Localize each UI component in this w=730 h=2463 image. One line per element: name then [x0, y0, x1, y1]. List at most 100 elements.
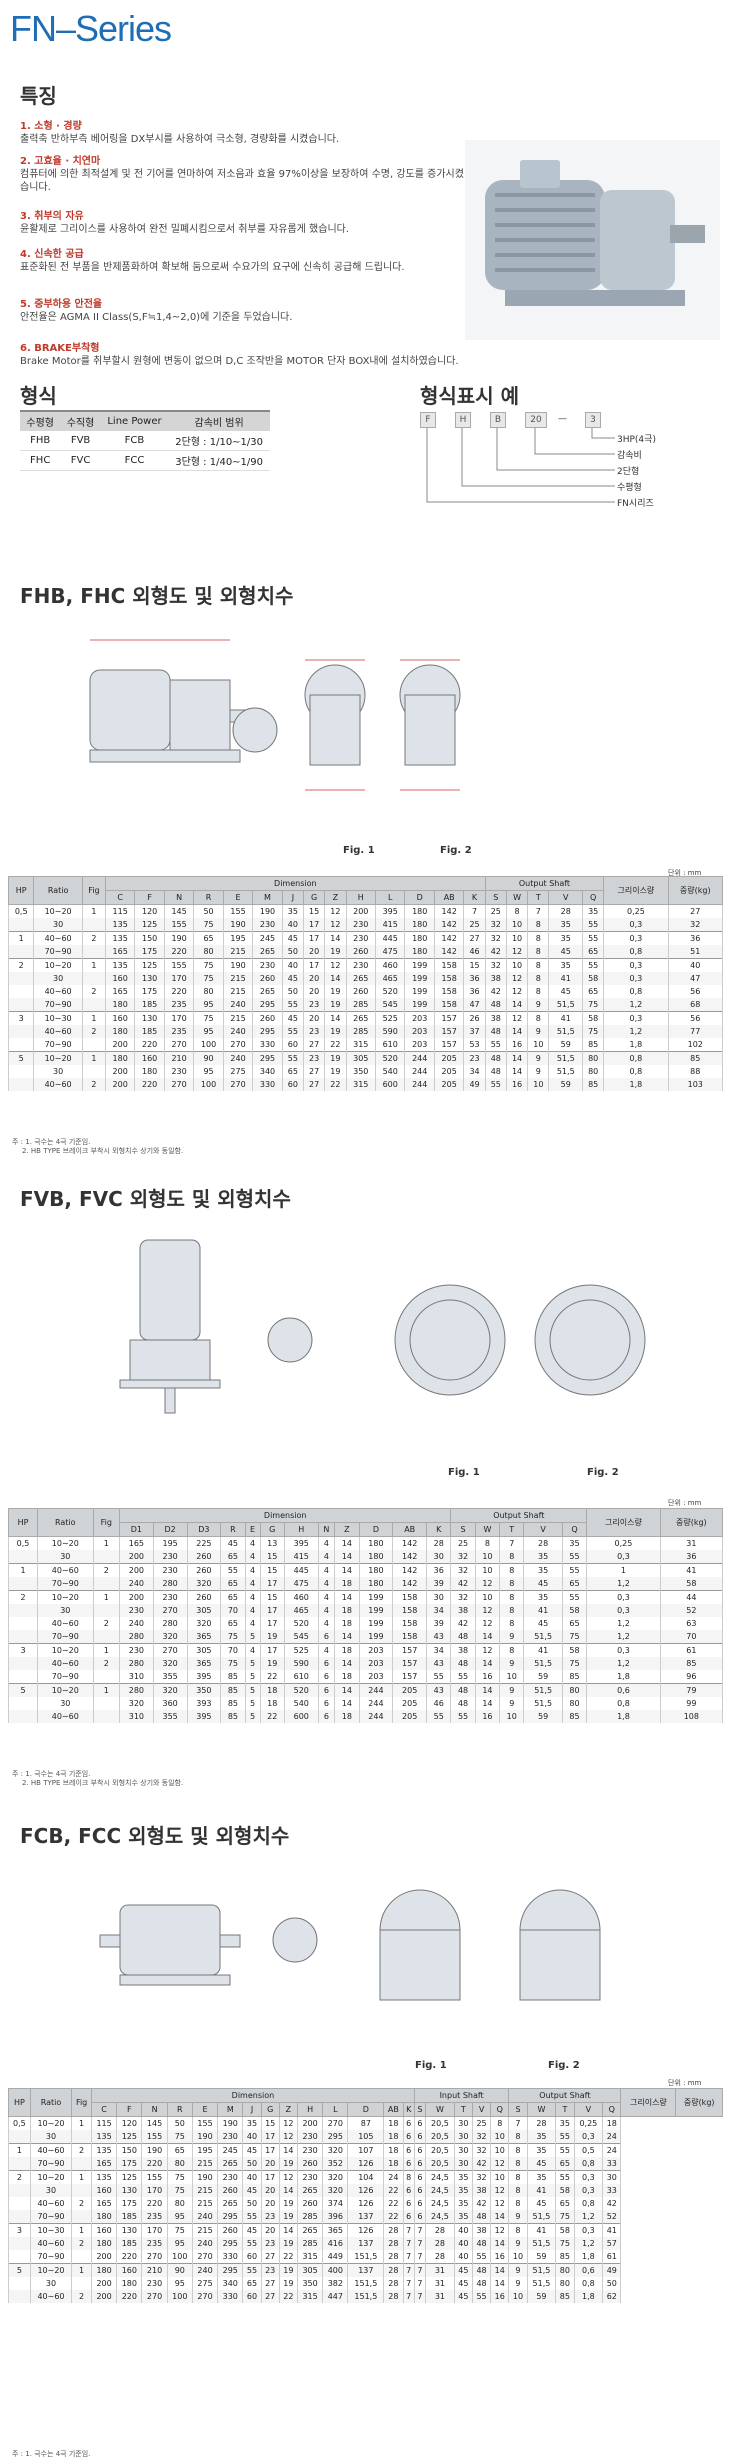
table-cell: 30 — [453, 2130, 473, 2144]
table-cell: 8 — [499, 1550, 525, 1564]
table-cell: 6 — [402, 2184, 415, 2197]
table-cell: 15 — [259, 1590, 285, 1604]
table-cell: 14 — [278, 2184, 299, 2197]
table-cell: 190 — [191, 2170, 219, 2184]
table-cell: 24,5 — [425, 2170, 455, 2184]
table-cell: 75 — [561, 1630, 588, 1644]
table-cell: 55 — [220, 1563, 246, 1577]
table-cell: 142 — [433, 945, 465, 959]
table-cell: 24,5 — [425, 2210, 455, 2224]
feature-title: 6. BRAKE부착형 — [20, 343, 100, 354]
table-cell — [7, 1577, 39, 1591]
table-cell: 190 — [222, 918, 254, 932]
table-cell: 42 — [450, 1617, 476, 1630]
table-cell: 12 — [490, 2184, 510, 2197]
table-cell: 170 — [163, 1011, 195, 1025]
table-cell: 19 — [278, 2210, 299, 2224]
table-cell: 0,3 — [573, 2184, 604, 2197]
table-cell: 142 — [392, 1577, 428, 1591]
table-cell: 25 — [471, 2116, 492, 2130]
table-cell: 80 — [166, 2157, 193, 2171]
table-cell: 70∼90 — [37, 1577, 94, 1591]
table-cell: 157 — [433, 1011, 465, 1025]
table-cell: 39 — [426, 1617, 452, 1630]
table-cell: 240 — [119, 1617, 154, 1630]
table-cell: 12 — [505, 1011, 529, 1025]
table-cell: 18 — [334, 1604, 360, 1617]
table-cell: 260 — [296, 2157, 324, 2171]
table-cell: 6 — [402, 2116, 415, 2130]
table-cell: 310 — [119, 1710, 154, 1723]
table-cell: 17 — [259, 1617, 285, 1630]
table-cell: 43 — [426, 1657, 452, 1670]
table-cell: 14 — [505, 1065, 529, 1078]
table-cell: 13 — [259, 1536, 285, 1550]
table-cell: 12 — [474, 1643, 501, 1657]
table-cell: 12 — [278, 2170, 299, 2184]
table-cell: 600 — [374, 1078, 406, 1091]
table-cell: 18 — [383, 2116, 404, 2130]
table-cell: 31 — [425, 2277, 455, 2290]
table-cell: 2 — [81, 1025, 106, 1038]
table-cell: 590 — [283, 1657, 319, 1670]
table-cell: 200 — [90, 2277, 118, 2290]
note: 주 : 1. 극수는 4극 기준임. — [12, 1770, 91, 1778]
table-cell: 6 — [413, 2157, 427, 2171]
table-cell: 280 — [152, 1617, 188, 1630]
cell: FCB — [100, 431, 169, 451]
table-cell: 20 — [302, 985, 326, 998]
table-cell: 75 — [193, 918, 224, 932]
table-cell: 50 — [242, 2197, 262, 2210]
table-cell: 99 — [659, 1697, 724, 1710]
table-cell: 70∼90 — [29, 2250, 73, 2264]
table-cell: 157 — [433, 1025, 465, 1038]
table-cell: 1,8 — [573, 2250, 604, 2264]
table-cell: 55 — [242, 2263, 262, 2277]
table-cell: 7 — [402, 2223, 415, 2237]
table-cell: 158 — [433, 972, 465, 985]
table-cell: 295 — [252, 1025, 283, 1038]
table-cell: 45 — [523, 1617, 563, 1630]
table-cell: 62 — [602, 2290, 622, 2303]
table-cell: 48 — [450, 1683, 476, 1697]
table-cell: 70∼90 — [37, 1670, 94, 1684]
table-cell: 5 — [7, 1683, 39, 1697]
table-cell: 320 — [152, 1657, 188, 1670]
table-cell: 275 — [222, 1065, 254, 1078]
table-cell: 157 — [433, 1038, 465, 1052]
table-cell: 35 — [281, 904, 305, 918]
table-cell: 40∼60 — [33, 1078, 83, 1091]
table-cell: 65 — [220, 1577, 246, 1591]
table-cell: 215 — [191, 2197, 219, 2210]
table-cell: 285 — [296, 2237, 324, 2250]
table-cell: 610 — [283, 1670, 319, 1684]
code-label: FN시리즈 — [617, 499, 654, 509]
table-cell: 0,5 — [573, 2143, 604, 2157]
table-cell: 22 — [383, 2210, 404, 2224]
table-cell: 61 — [659, 1643, 724, 1657]
table-cell: 265 — [217, 2197, 244, 2210]
table-cell: 90 — [166, 2263, 193, 2277]
table-cell: 45 — [453, 2263, 473, 2277]
table-cell: 16 — [505, 1078, 529, 1091]
table-cell: 31 — [659, 1536, 724, 1550]
table-cell: 7 — [463, 904, 486, 918]
col-header: D — [404, 890, 435, 905]
table-cell: 1 — [71, 2223, 92, 2237]
table-cell: 8 — [490, 2116, 510, 2130]
table-cell: 22 — [278, 2250, 299, 2264]
table-cell: 65 — [582, 945, 605, 959]
table-cell: 20 — [260, 2223, 280, 2237]
table-cell: 230 — [217, 2170, 244, 2184]
table-cell: 30 — [37, 1550, 94, 1564]
table-cell: 41 — [526, 2184, 557, 2197]
col-header: J — [281, 890, 305, 905]
note: 주 : 1. 극수는 4극 기준임. — [12, 2450, 91, 2458]
table-cell: 12 — [505, 945, 529, 959]
table-cell: 43 — [426, 1630, 452, 1644]
